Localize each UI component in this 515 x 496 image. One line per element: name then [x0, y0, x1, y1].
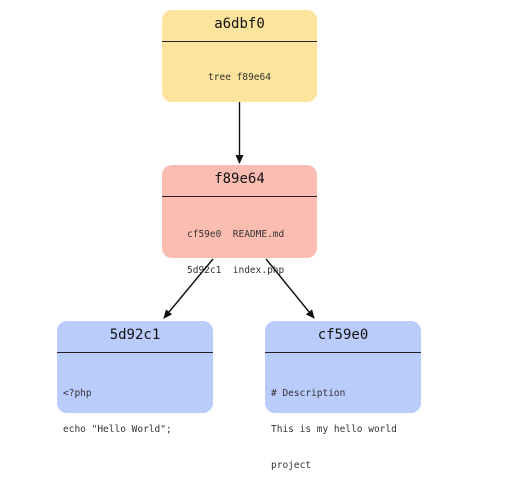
blob-md-node-body: # Description This is my hello world pro… [271, 364, 421, 496]
commit-node-divider [162, 41, 317, 42]
blob-php-node-body: <?php echo "Hello World"; [63, 364, 213, 460]
blob-node-php[interactable]: 5d92c1 <?php echo "Hello World"; [57, 321, 213, 435]
edge-tree-to-blob-php [163, 258, 214, 319]
edge-tree-to-blob-md [265, 258, 315, 319]
edges [163, 102, 315, 319]
diagram-canvas: a6dbf0 tree f89e64 f89e64 cf59e0 README.… [57, 10, 421, 471]
blob-php-line: <?php [63, 388, 92, 399]
blob-md-line: This is my hello world [271, 424, 397, 435]
tree-node-divider [162, 196, 317, 197]
tree-entry: 5d92c1 index.php [187, 265, 285, 276]
commit-node[interactable]: a6dbf0 tree f89e64 [162, 10, 317, 102]
commit-node-body: tree f89e64 [162, 48, 317, 108]
blob-node-md[interactable]: cf59e0 # Description This is my hello wo… [265, 321, 421, 471]
commit-node-title: a6dbf0 [214, 16, 265, 32]
blob-md-line: # Description [271, 388, 346, 399]
blob-php-line: echo "Hello World"; [63, 424, 172, 435]
tree-node-title: f89e64 [214, 171, 265, 187]
blob-md-line: project [271, 460, 312, 471]
commit-node-line: tree f89e64 [208, 72, 271, 83]
tree-entry: cf59e0 README.md [187, 229, 285, 240]
blob-php-node-title: 5d92c1 [109, 327, 161, 343]
blob-md-node-divider [265, 352, 421, 353]
blob-php-node-divider [57, 352, 213, 353]
tree-node-body: cf59e0 README.md 5d92c1 index.php [187, 205, 317, 301]
blob-md-node-title: cf59e0 [317, 327, 369, 343]
tree-node[interactable]: f89e64 cf59e0 README.md 5d92c1 index.php [162, 165, 317, 276]
